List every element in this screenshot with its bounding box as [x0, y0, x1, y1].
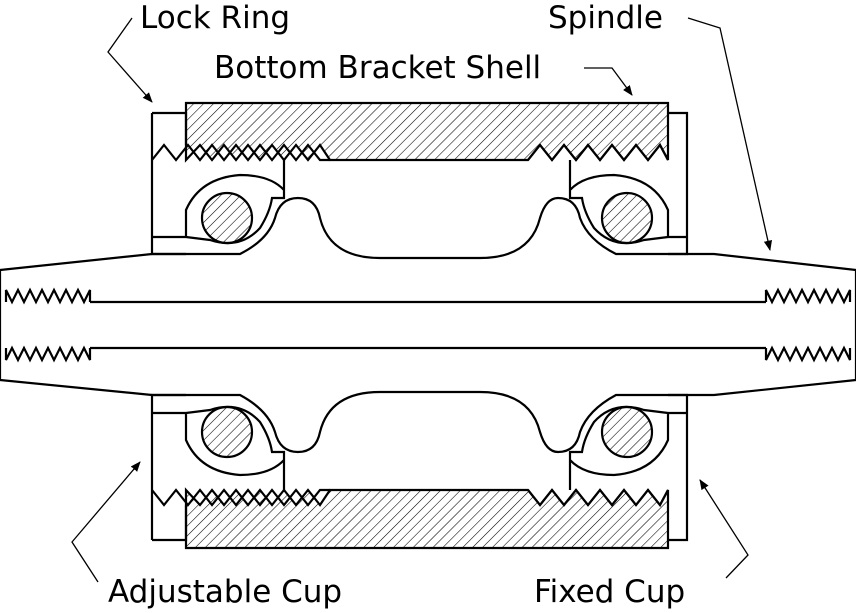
- fixed-cup-thread-bottom: [527, 488, 669, 507]
- fixed-cup-leader: [699, 479, 749, 579]
- bearing-ball-bottom-right: [600, 405, 654, 459]
- spindle-thread-right-bottom: [764, 345, 852, 363]
- lock-ring-top: [150, 111, 188, 256]
- shell-bottom: [184, 487, 670, 550]
- spindle-top-profile: [0, 196, 856, 272]
- shell-top: [184, 101, 670, 163]
- spindle-label: Spindle: [548, 0, 663, 36]
- fixed-cup-ring-bottom: [668, 393, 689, 542]
- lock-ring-leader: [107, 17, 153, 103]
- adjustable-cup-thread-bottom: [151, 488, 330, 507]
- spindle-thread-right-top: [764, 287, 852, 305]
- fixed-cup-label: Fixed Cup: [534, 574, 685, 610]
- bearing-ball-bottom-left: [200, 405, 254, 459]
- fixed-cup-ring-top: [668, 111, 689, 256]
- fixed-cup-thread-top: [527, 143, 669, 162]
- spindle-leader: [687, 17, 773, 252]
- spindle-thread-left-top: [4, 287, 92, 305]
- adjustable-cup-thread-top: [151, 143, 330, 162]
- bottom-bracket-shell-label: Bottom Bracket Shell: [214, 50, 541, 86]
- spindle-bottom-profile: [0, 378, 856, 454]
- adjustable-cup-label: Adjustable Cup: [108, 574, 342, 610]
- spindle-thread-left-bottom: [4, 345, 92, 363]
- bearing-ball-top-left: [200, 191, 254, 245]
- bottom-bracket-shell-leader: [584, 67, 633, 96]
- bearing-ball-top-right: [600, 191, 654, 245]
- lock-ring-bottom: [150, 393, 188, 542]
- lock-ring-label: Lock Ring: [140, 0, 290, 36]
- adjustable-cup-leader: [71, 461, 141, 583]
